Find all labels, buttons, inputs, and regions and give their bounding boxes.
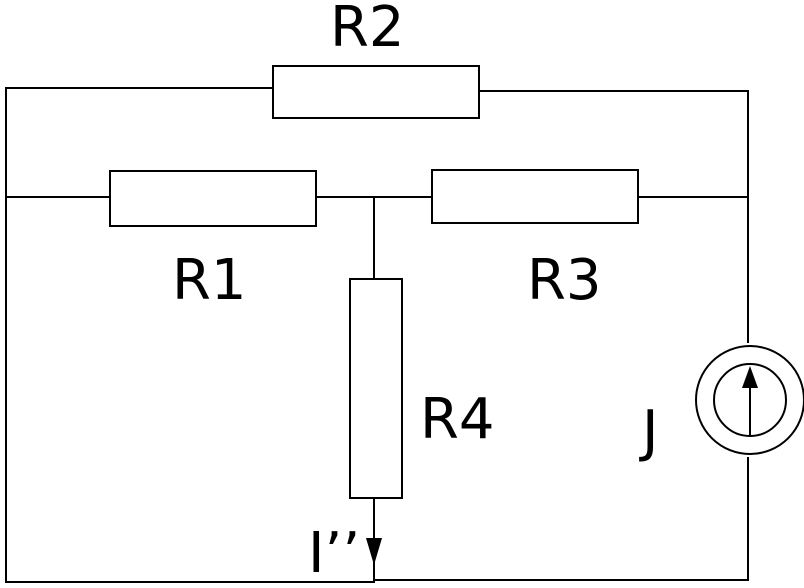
current-arrow-head [366,538,382,565]
current-source-arrow-head [742,366,758,388]
label-r4: R4 [420,387,495,452]
current-source [695,345,804,455]
resistor-r1 [109,170,317,227]
label-r3: R3 [527,248,602,313]
resistor-r2 [272,65,480,119]
label-source-j: J [639,399,659,464]
label-current: I’’ [308,521,360,586]
resistor-r4 [349,278,403,499]
label-r1: R1 [172,248,247,313]
label-r2: R2 [330,0,405,60]
resistor-r3 [431,169,639,224]
